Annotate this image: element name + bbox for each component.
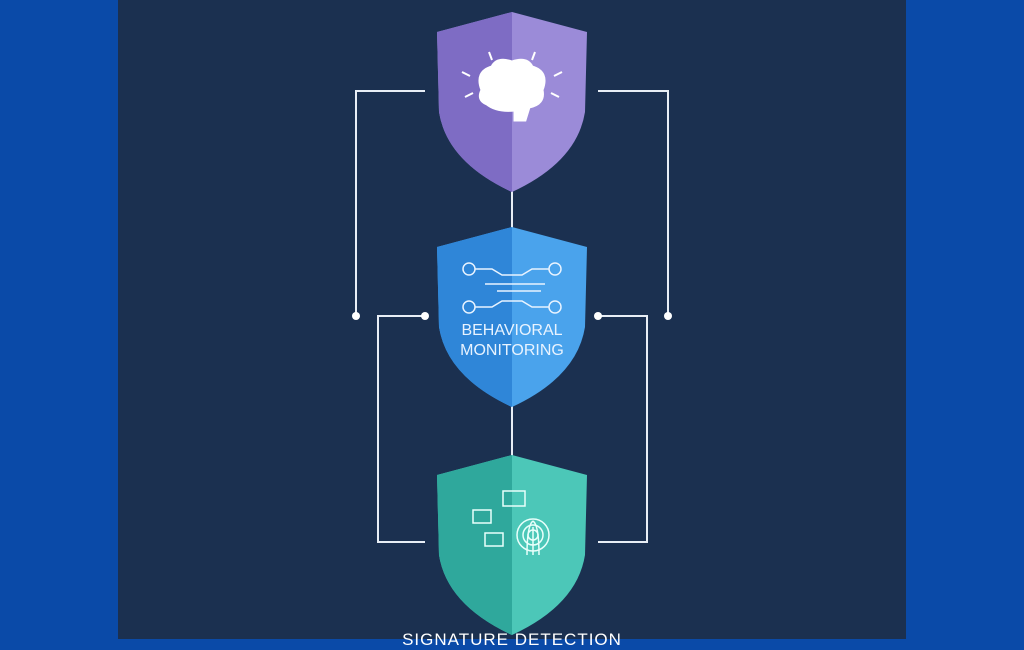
shield-top: [437, 12, 587, 192]
network-users-icon: [462, 262, 562, 314]
behavioral-label-line1: BEHAVIORAL: [461, 322, 562, 339]
shield-signature: [437, 455, 587, 635]
connector-dots: [352, 312, 672, 320]
brain-icon: [461, 51, 563, 122]
signature-detection-caption: SIGNATURE DETECTION: [402, 630, 622, 649]
fingerprint-icon: [472, 490, 550, 556]
shield-behavioral: BEHAVIORAL MONITORING: [437, 227, 587, 407]
behavioral-label-line2: MONITORING: [460, 342, 564, 359]
connector-lines: [355, 90, 669, 543]
